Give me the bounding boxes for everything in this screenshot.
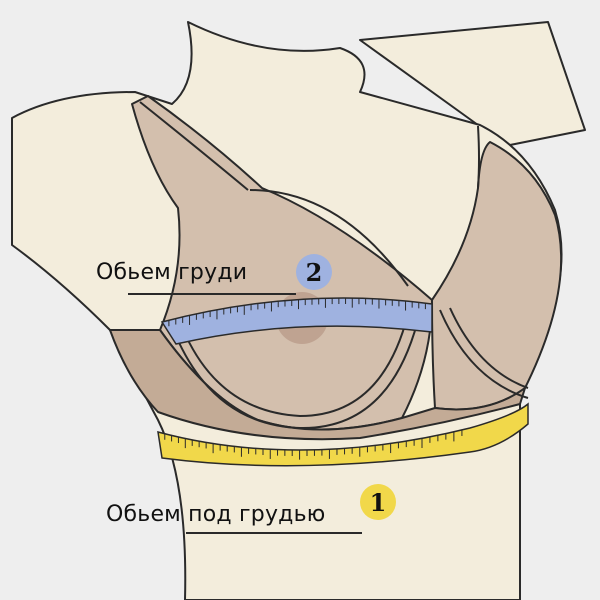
underbust-tape-ticks: [164, 429, 463, 460]
underwire-left-inner: [185, 313, 409, 417]
underbust-tape: [157, 402, 529, 467]
strap-right: [477, 125, 480, 189]
cup-seam: [249, 189, 409, 287]
underwire-right: [439, 309, 529, 399]
underwire-right-inner: [449, 307, 529, 389]
underwire-left: [175, 311, 421, 430]
underbust-number-badge: 1: [360, 484, 396, 520]
bra: [109, 95, 563, 441]
underbust-label: Обьем под грудью: [106, 502, 326, 527]
bust-number: 2: [305, 257, 323, 287]
bust-label: Обьем груди: [96, 260, 248, 285]
bust-tape-ticks: [168, 298, 426, 327]
underbust-tape-strip: [157, 402, 529, 467]
underbust-number: 1: [369, 487, 387, 517]
strap-left: [139, 101, 249, 191]
bust-number-badge: 2: [296, 254, 332, 290]
bust-tape-strip: [160, 297, 433, 345]
bust-tape: [160, 297, 433, 345]
right-arm: [359, 21, 586, 146]
